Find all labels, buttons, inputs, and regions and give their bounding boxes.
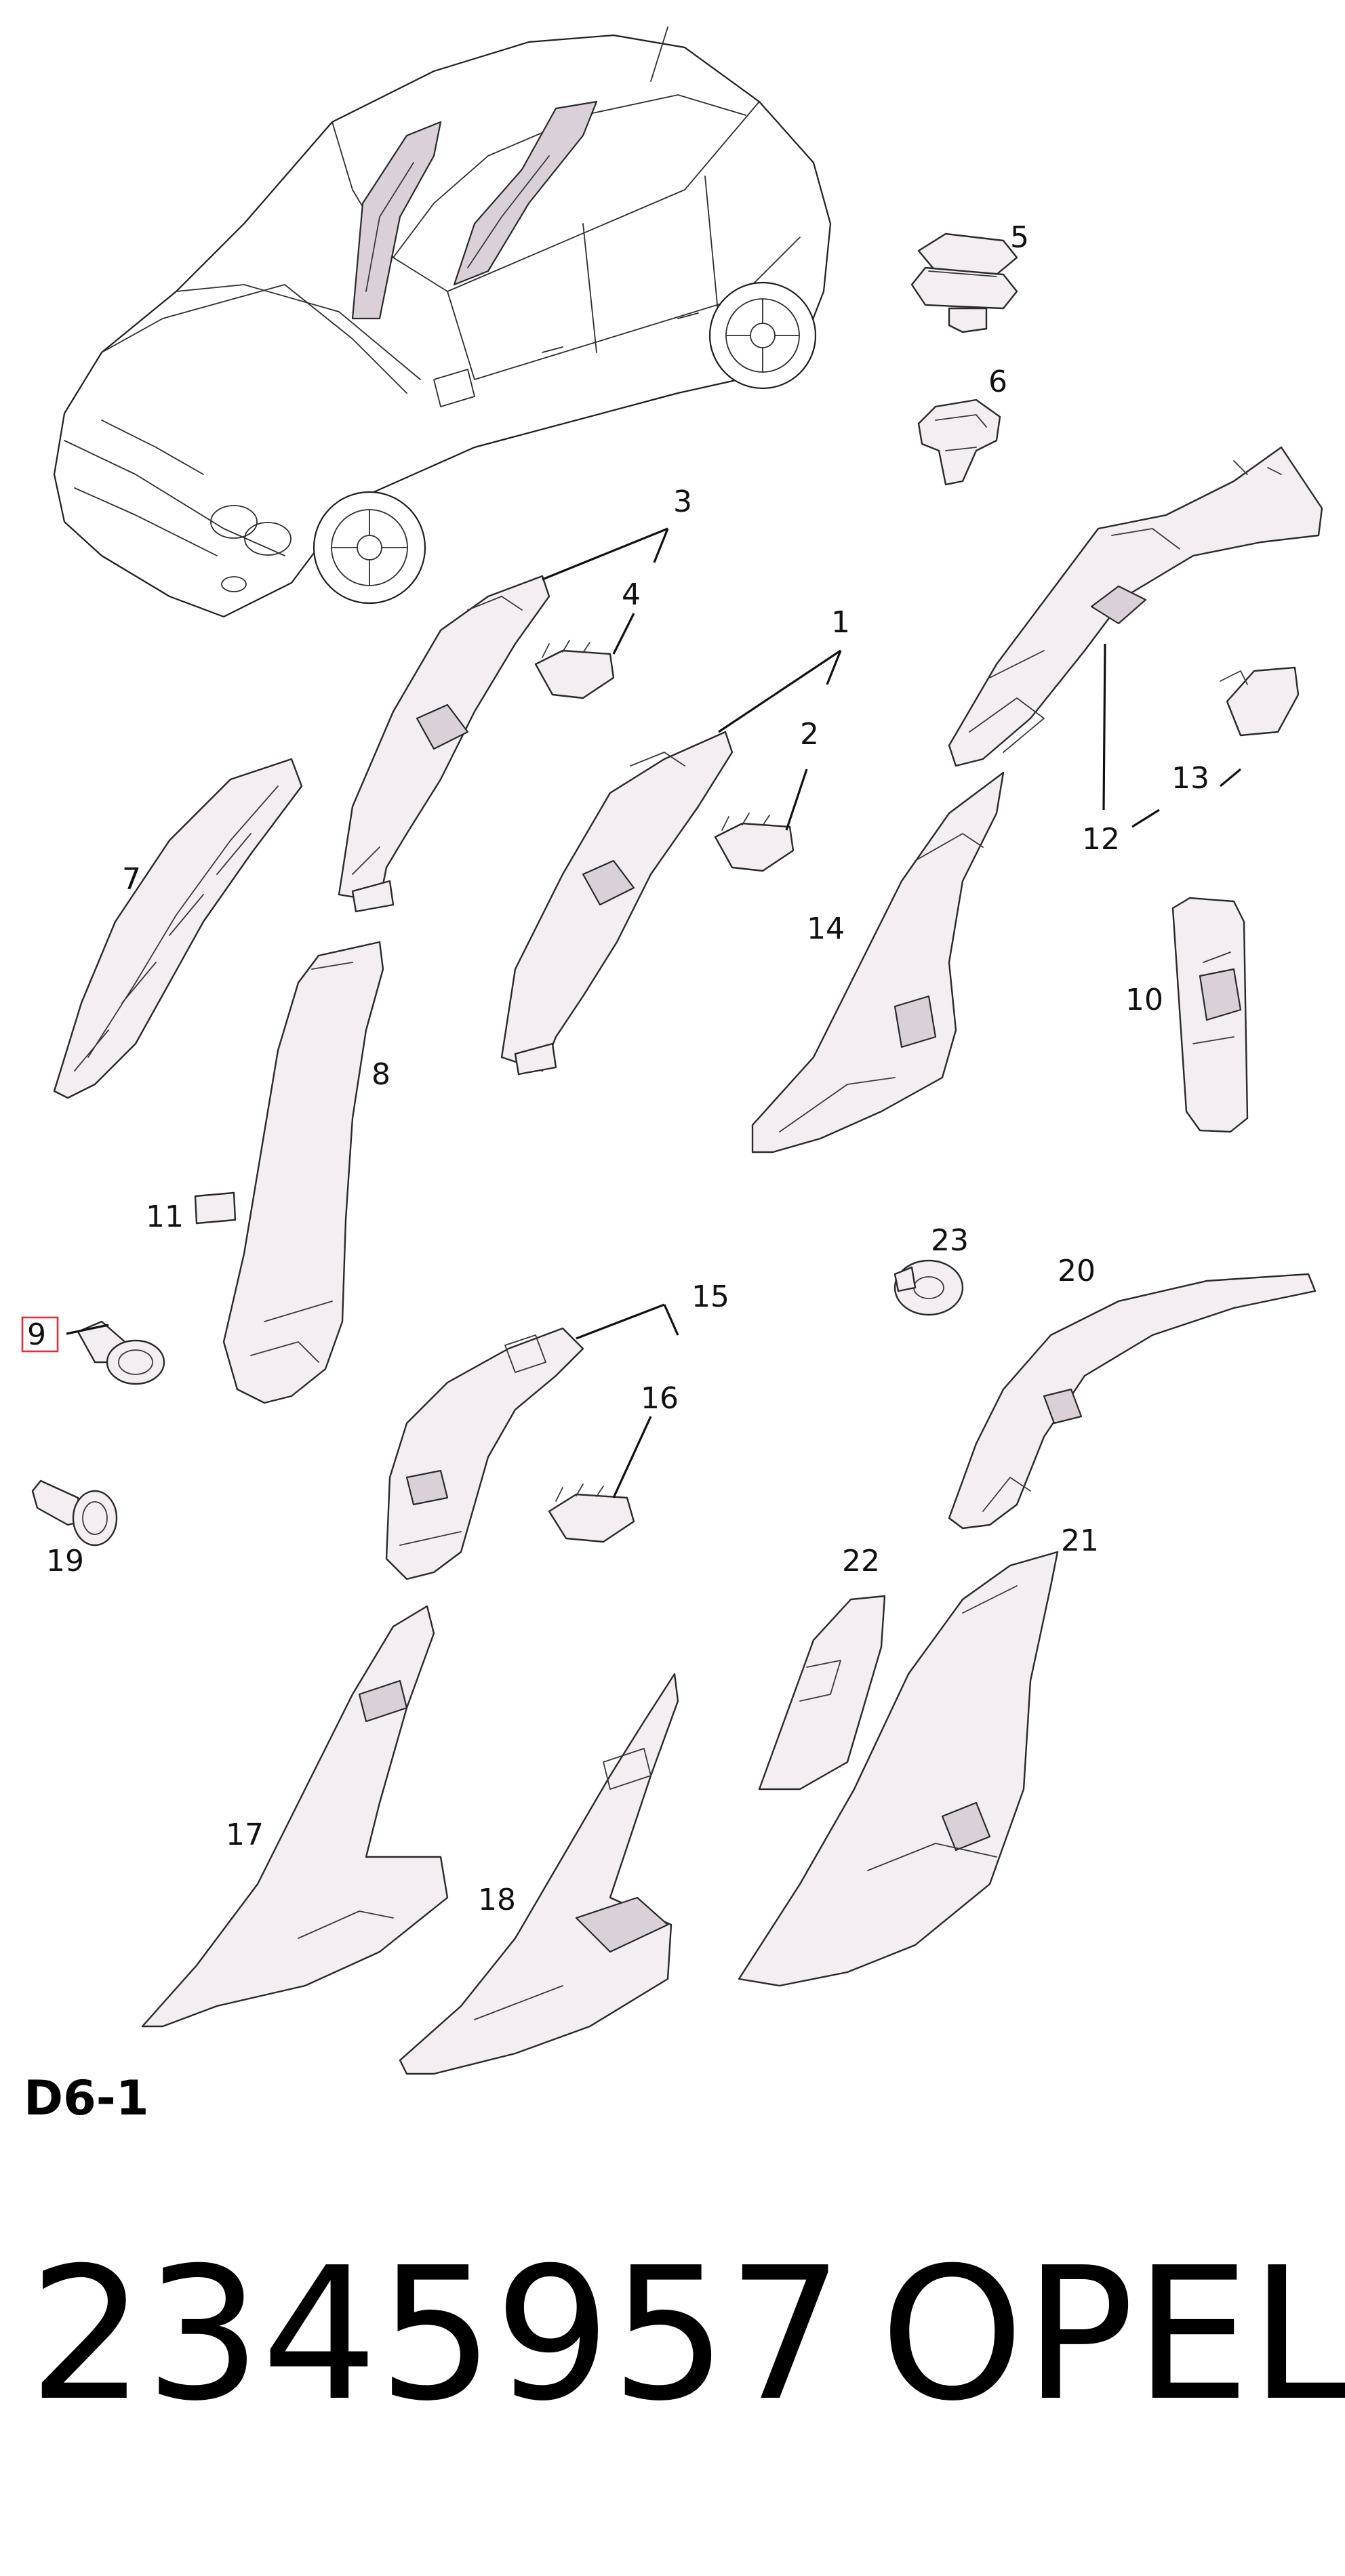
part-number: 2345957	[28, 2228, 844, 2441]
part-14-trim	[751, 771, 1005, 1153]
callout-16[interactable]: 16	[641, 1381, 679, 1416]
callout-15[interactable]: 15	[691, 1280, 729, 1314]
callout-21[interactable]: 21	[1061, 1524, 1099, 1558]
callout-10[interactable]: 10	[1125, 983, 1163, 1017]
part-1-trim	[500, 731, 734, 1076]
part-17-trim	[141, 1605, 449, 2028]
part-11-pad	[194, 1191, 237, 1225]
callout-13[interactable]: 13	[1171, 761, 1209, 796]
part-4-cover	[534, 640, 615, 699]
callout-9-highlight-box	[21, 1316, 59, 1353]
part-3-trim	[338, 575, 550, 913]
callout-20[interactable]: 20	[1058, 1254, 1096, 1288]
part-2-cover	[714, 813, 795, 872]
brand-name: OPEL	[880, 2228, 1345, 2441]
callout-12[interactable]: 12	[1082, 822, 1120, 857]
part-16-cover	[548, 1484, 635, 1543]
part-19-pin	[31, 1479, 118, 1547]
part-13-cover	[1220, 666, 1300, 737]
callout-8[interactable]: 8	[372, 1057, 390, 1092]
callout-18[interactable]: 18	[478, 1883, 516, 1917]
callout-19[interactable]: 19	[46, 1544, 84, 1578]
callout-23[interactable]: 23	[931, 1223, 969, 1258]
callout-22[interactable]: 22	[842, 1544, 880, 1578]
callouts: 1 2 3 4 5 6 7 8 9 10 11 12 13 14 15 16 1…	[21, 220, 1209, 1917]
callout-4[interactable]: 4	[622, 577, 641, 612]
callout-14[interactable]: 14	[807, 912, 845, 946]
part-22-pad	[758, 1595, 886, 1791]
callout-3[interactable]: 3	[673, 485, 692, 519]
leader-lines	[66, 527, 1242, 1498]
part-18-trim	[399, 1673, 679, 2075]
part-9-clip	[77, 1320, 165, 1385]
callout-7[interactable]: 7	[122, 862, 141, 897]
part-7-trim	[53, 758, 303, 1099]
part-6-clip	[917, 398, 1001, 486]
callout-17[interactable]: 17	[226, 1818, 264, 1852]
part-5-clip	[910, 232, 1018, 333]
diagram-code: D6-1	[24, 2070, 149, 2126]
callout-9[interactable]: 9	[27, 1317, 46, 1352]
part-21-trim	[738, 1551, 1059, 1987]
vehicle-overview	[53, 26, 832, 618]
part-10-panel	[1171, 897, 1249, 1133]
part-8-trim	[222, 941, 384, 1404]
part-20-trim	[948, 1273, 1317, 1530]
callout-6[interactable]: 6	[988, 365, 1007, 399]
part-12-trim	[948, 446, 1323, 767]
callout-2[interactable]: 2	[800, 717, 819, 752]
callout-1[interactable]: 1	[831, 605, 850, 640]
callout-5[interactable]: 5	[1010, 220, 1029, 255]
callout-11[interactable]: 11	[146, 1200, 184, 1234]
part-23-retainer	[894, 1259, 964, 1316]
part-15-trim	[385, 1327, 584, 1580]
